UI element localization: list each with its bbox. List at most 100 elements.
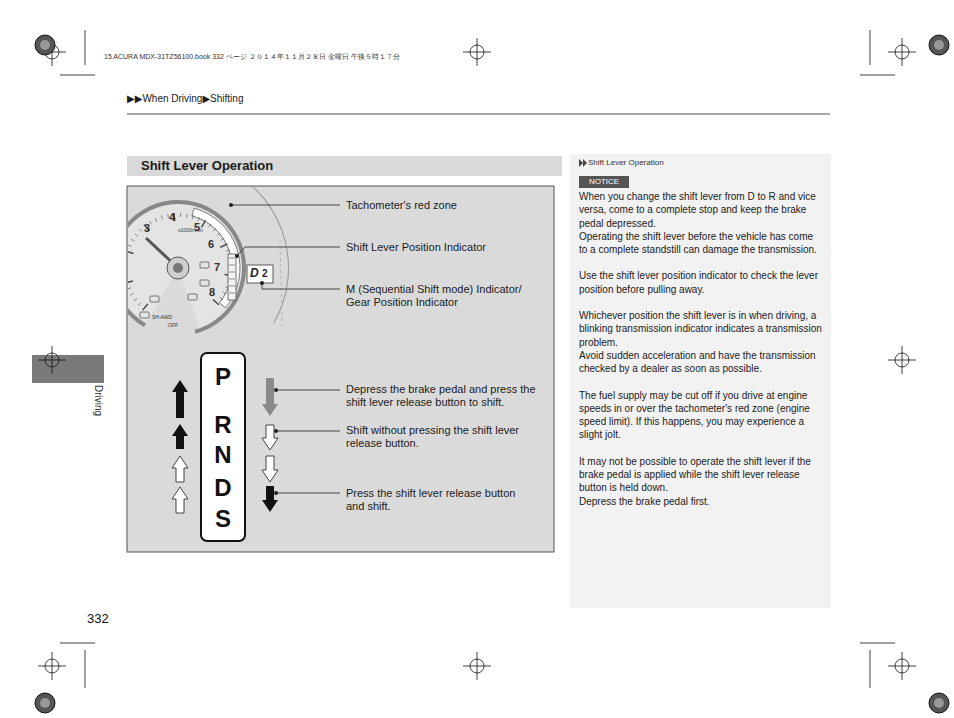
- position-indicator: [228, 254, 236, 300]
- callout-text: Depress the brake pedal and press the sh…: [346, 383, 546, 409]
- register-line: [52, 346, 53, 374]
- color-target: [934, 698, 944, 708]
- gauge-tick: [180, 213, 181, 217]
- shift-arrow: [262, 486, 278, 512]
- gauge-tick: [221, 238, 224, 240]
- register-line: [902, 652, 903, 680]
- trim-line: [60, 643, 95, 644]
- gauge-tick: [134, 298, 137, 300]
- dial-number: 7: [214, 261, 220, 273]
- note-text: When you change the shift lever from D t…: [579, 190, 823, 230]
- trim-line: [870, 30, 871, 65]
- gauge-tick: [220, 244, 227, 248]
- indicator-segment: [229, 279, 235, 280]
- gauge-tick: [128, 281, 133, 283]
- leader-line: [262, 283, 340, 289]
- gauge-tick: [131, 239, 134, 241]
- crop-marks: [35, 30, 949, 713]
- note-panel: Shift Lever OperationNOTICE When you chan…: [570, 154, 831, 508]
- indicator-segment: [229, 286, 235, 287]
- title-band: Shift Lever Operation: [127, 156, 562, 176]
- note-text: Use the shift lever position indicator t…: [579, 269, 823, 296]
- color-target: [934, 40, 944, 50]
- callout-text: Tachometer's red zone: [346, 199, 546, 212]
- note-text: It may not be possible to operate the sh…: [579, 455, 823, 495]
- shift-arrow: [172, 487, 188, 513]
- indicator-text: SH-AWD: [152, 314, 172, 320]
- dial-number: 6: [208, 238, 214, 250]
- gauge-tick: [192, 215, 193, 219]
- gauge-tick: [198, 217, 200, 221]
- warning-icon: [140, 312, 149, 318]
- gauge-tick: [213, 228, 216, 231]
- gear-letter: P: [202, 364, 244, 390]
- gauge-tick: [128, 288, 131, 290]
- gear-letter: R: [202, 412, 244, 438]
- gear-letter: D: [250, 266, 259, 280]
- dial-number: 4: [169, 211, 175, 223]
- warning-icon: [200, 262, 209, 268]
- gauge-tick: [128, 251, 133, 253]
- red-zone: [192, 208, 240, 308]
- page-number: 332: [87, 611, 109, 626]
- warning-icon: [200, 280, 209, 286]
- color-target: [35, 693, 55, 713]
- print-header: 15 ACURA MDX-31TZ56100.book 332 ページ ２０１４…: [104, 52, 400, 62]
- gauge-tick: [186, 214, 188, 218]
- warning-icon: [150, 296, 159, 302]
- warning-icon: [188, 294, 197, 300]
- leader-line: [276, 493, 340, 494]
- gauge-tick: [130, 293, 133, 295]
- shift-arrow: [172, 380, 188, 418]
- heading-icon: [579, 159, 587, 167]
- note-text: Operating the shift lever before the veh…: [579, 230, 823, 257]
- gauge-tick: [139, 229, 142, 232]
- trim-line: [860, 75, 895, 76]
- gauge-tick: [161, 216, 162, 220]
- register-line: [52, 652, 53, 680]
- indicator-segment: [229, 258, 235, 259]
- color-target: [40, 698, 50, 708]
- section-tab-label: Driving: [93, 385, 104, 416]
- gauge-tick: [217, 233, 220, 236]
- sidebar-panel: [570, 154, 831, 608]
- trim-line: [85, 650, 86, 688]
- note-text: Shift Lever Operation: [579, 157, 823, 168]
- color-target: [929, 35, 949, 55]
- gauge-ring: [216, 187, 289, 324]
- register-line: [902, 38, 903, 66]
- shift-gate: PRNDS: [200, 352, 246, 542]
- color-target: [40, 40, 50, 50]
- gauge-bezel: [128, 200, 246, 334]
- leader-dot: [235, 254, 239, 258]
- color-target: [929, 693, 949, 713]
- trim-line: [85, 30, 86, 65]
- shift-arrow: [262, 456, 278, 482]
- header-rule: [127, 114, 830, 115]
- indicator-segment: [229, 293, 235, 294]
- notice-tag: NOTICE: [579, 176, 629, 188]
- tachometer-illustration: [128, 187, 289, 334]
- gauge-tick: [223, 292, 227, 294]
- leader-line: [237, 247, 340, 256]
- note-text: Depress the brake pedal first.: [579, 495, 823, 508]
- gear-number: 2: [262, 268, 268, 279]
- node-text: Shift Lever Operation: [127, 156, 562, 176]
- gear-letter: S: [202, 506, 244, 532]
- indicator-segment: [229, 272, 235, 273]
- trim-line: [60, 75, 95, 76]
- shift-arrow: [262, 378, 278, 416]
- breadcrumb: ▶▶When Driving▶Shifting: [127, 93, 243, 104]
- leader-dot: [274, 429, 278, 433]
- callout-text: Press the shift lever release button and…: [346, 487, 536, 513]
- callout-text: Shift Lever Position Indicator: [346, 241, 546, 254]
- note-text: Whichever position the shift lever is in…: [579, 309, 823, 349]
- leader-dot: [274, 388, 278, 392]
- gauge-tick: [128, 245, 132, 247]
- register-line: [477, 652, 478, 680]
- register-line: [477, 38, 478, 66]
- gauge-tick: [138, 303, 141, 306]
- leader-line: [276, 431, 340, 432]
- gauge-tick: [226, 250, 230, 251]
- gear-letter: D: [202, 475, 244, 501]
